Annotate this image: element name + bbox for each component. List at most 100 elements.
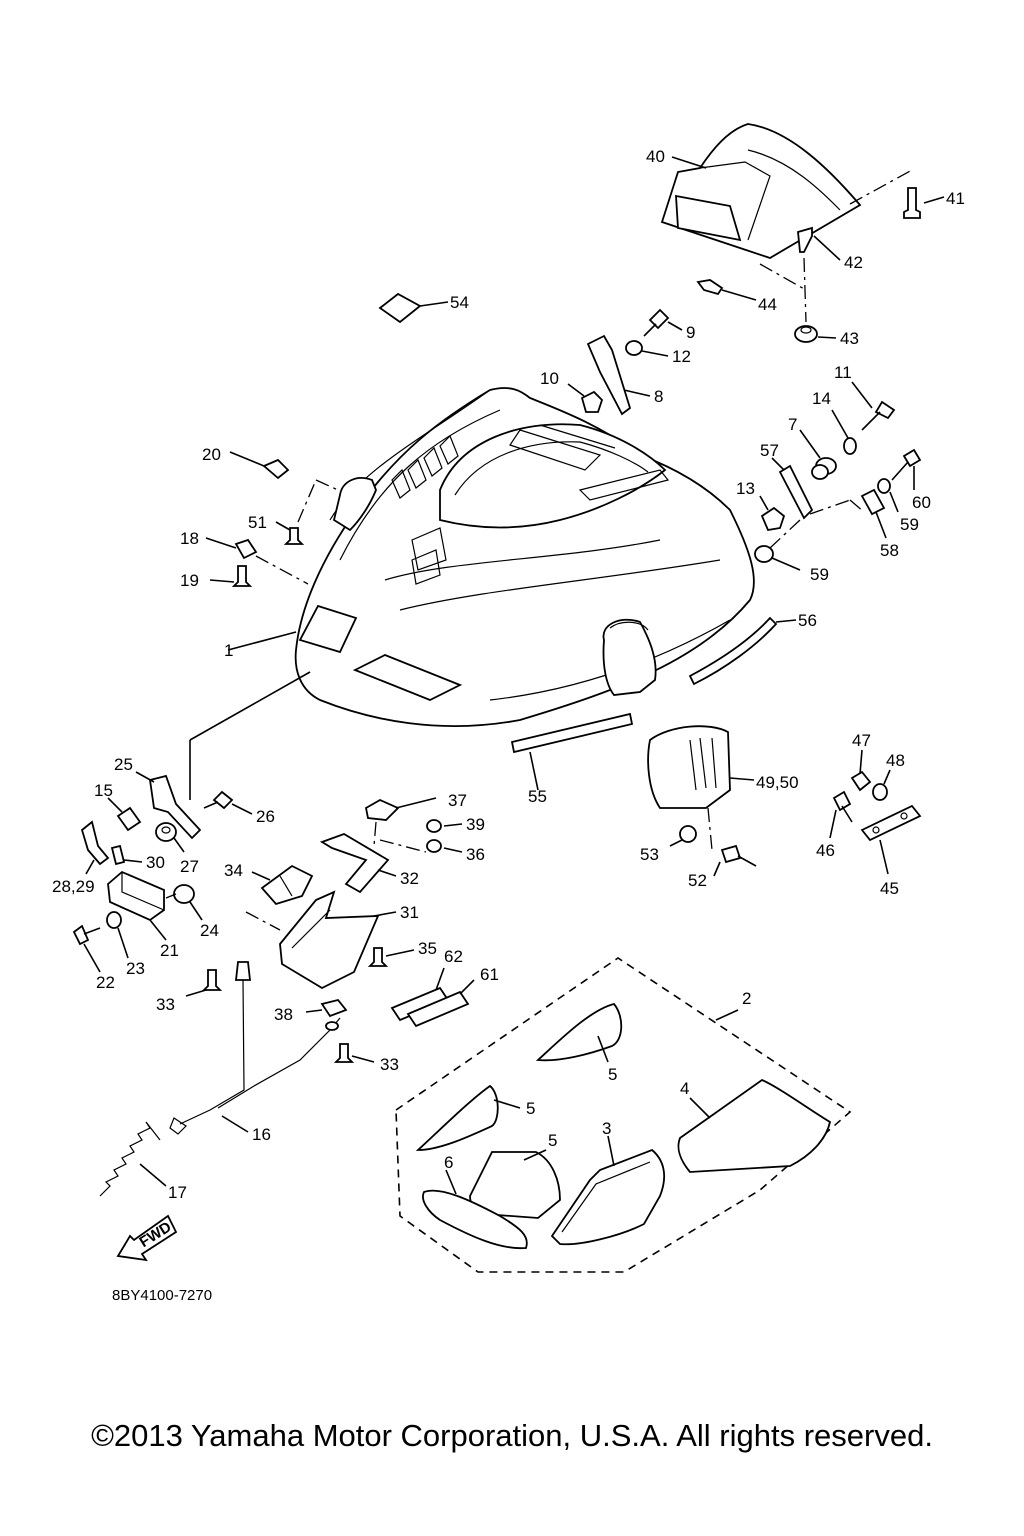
rivet-52 bbox=[720, 844, 757, 867]
label-52: 52 bbox=[688, 871, 707, 890]
label-22: 22 bbox=[96, 973, 115, 992]
label-19: 19 bbox=[180, 571, 199, 590]
hood bbox=[294, 387, 755, 727]
label-1: 1 bbox=[224, 641, 233, 660]
label-11: 11 bbox=[834, 363, 852, 382]
pin-30 bbox=[110, 844, 126, 866]
label-13: 13 bbox=[736, 479, 755, 498]
label-14: 14 bbox=[812, 389, 831, 408]
label-9: 9 bbox=[686, 323, 695, 342]
label-33b: 33 bbox=[380, 1055, 399, 1074]
washer-59a bbox=[877, 478, 891, 494]
washer-36 bbox=[426, 839, 442, 853]
plate-45 bbox=[860, 804, 922, 842]
label-23: 23 bbox=[126, 959, 145, 978]
terminal-38 bbox=[320, 998, 348, 1018]
bracket-31 bbox=[279, 890, 380, 990]
label-34: 34 bbox=[224, 861, 243, 880]
label-43: 43 bbox=[840, 329, 859, 348]
nut-10 bbox=[580, 390, 604, 413]
knob-24 bbox=[173, 884, 195, 904]
collar-58 bbox=[860, 488, 886, 516]
label-56: 56 bbox=[798, 611, 817, 630]
label-18: 18 bbox=[180, 529, 199, 548]
bracket-8 bbox=[586, 334, 632, 416]
label-44: 44 bbox=[758, 295, 777, 314]
pad-5a bbox=[535, 1002, 623, 1062]
label-62: 62 bbox=[444, 947, 463, 966]
label-58: 58 bbox=[880, 541, 899, 560]
nut-13 bbox=[760, 506, 786, 532]
label-30: 30 bbox=[146, 853, 165, 872]
label-35: 35 bbox=[418, 939, 437, 958]
decal-61 bbox=[406, 990, 470, 1028]
label-7: 7 bbox=[788, 415, 797, 434]
label-28-29: 28,29 bbox=[52, 877, 95, 896]
washer-12 bbox=[625, 340, 643, 356]
bracket-34 bbox=[260, 864, 314, 906]
label-5b: 5 bbox=[526, 1099, 535, 1118]
label-59b: 59 bbox=[810, 565, 829, 584]
screw-42 bbox=[797, 226, 813, 253]
fwd-arrow-icon bbox=[116, 1214, 178, 1262]
bolt-33a bbox=[201, 969, 223, 991]
label-49-50: 49,50 bbox=[756, 773, 799, 792]
pad-15 bbox=[116, 806, 142, 832]
bolt-9 bbox=[643, 308, 670, 337]
part-labels: 1 2 3 4 5 5 5 6 7 8 9 10 11 12 13 14 15 … bbox=[52, 147, 965, 1202]
bolt-60 bbox=[891, 448, 922, 481]
washer-59b bbox=[754, 545, 774, 563]
label-54: 54 bbox=[450, 293, 469, 312]
label-47: 47 bbox=[852, 731, 871, 750]
copyright-notice: ©2013 Yamaha Motor Corporation, U.S.A. A… bbox=[91, 1418, 933, 1453]
label-51: 51 bbox=[248, 513, 267, 532]
label-31: 31 bbox=[400, 903, 419, 922]
label-5c: 5 bbox=[548, 1131, 557, 1150]
bolt-46 bbox=[832, 790, 853, 823]
label-40: 40 bbox=[646, 147, 665, 166]
label-36: 36 bbox=[466, 845, 485, 864]
label-59a: 59 bbox=[900, 515, 919, 534]
switch-21 bbox=[107, 870, 165, 922]
clip-44 bbox=[696, 279, 724, 296]
washer-14 bbox=[843, 437, 857, 455]
label-61: 61 bbox=[480, 965, 499, 984]
label-20: 20 bbox=[202, 445, 221, 464]
label-38: 38 bbox=[274, 1005, 293, 1024]
nut-43 bbox=[794, 325, 818, 343]
pad-54 bbox=[378, 292, 422, 324]
link-57 bbox=[778, 464, 814, 520]
bolt-11 bbox=[861, 400, 896, 431]
label-25: 25 bbox=[114, 755, 133, 774]
label-55: 55 bbox=[528, 787, 547, 806]
bracket-25 bbox=[148, 774, 202, 840]
label-4: 4 bbox=[680, 1079, 689, 1098]
pad-6 bbox=[422, 1189, 528, 1250]
spring-17 bbox=[99, 1121, 161, 1197]
washer-48 bbox=[872, 783, 888, 801]
label-17: 17 bbox=[168, 1183, 187, 1202]
drawing-code: 8BY4100-7270 bbox=[112, 1287, 212, 1304]
bolt-19 bbox=[231, 565, 253, 587]
cable-16 bbox=[169, 961, 341, 1135]
label-57: 57 bbox=[760, 441, 779, 460]
bracket-32 bbox=[319, 833, 390, 894]
bolt-41 bbox=[903, 187, 921, 219]
label-37: 37 bbox=[448, 791, 467, 810]
label-6: 6 bbox=[444, 1153, 453, 1172]
bolt-26 bbox=[203, 790, 234, 810]
label-2: 2 bbox=[742, 989, 751, 1008]
label-5a: 5 bbox=[608, 1065, 617, 1084]
label-33a: 33 bbox=[156, 995, 175, 1014]
label-15: 15 bbox=[94, 781, 113, 800]
pad-3 bbox=[550, 1148, 666, 1246]
pad-37 bbox=[364, 798, 400, 821]
label-8: 8 bbox=[654, 387, 663, 406]
pad-kit-outline bbox=[395, 957, 852, 1273]
bolt-35 bbox=[367, 947, 389, 967]
clip-20 bbox=[262, 458, 290, 480]
screw-51 bbox=[283, 527, 305, 545]
label-39: 39 bbox=[466, 815, 485, 834]
label-60: 60 bbox=[912, 493, 931, 512]
screw-22 bbox=[72, 924, 101, 946]
